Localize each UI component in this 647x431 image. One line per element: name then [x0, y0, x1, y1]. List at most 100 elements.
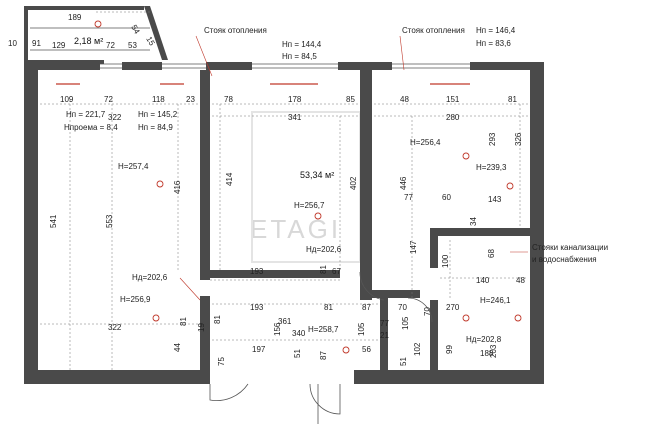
- dim-322a: 322: [108, 113, 122, 122]
- dim-81e: 81: [213, 315, 222, 324]
- dim-361: 361: [278, 317, 292, 326]
- dim-70a: 70: [398, 303, 407, 312]
- dim-203: 203: [489, 344, 498, 358]
- dim-51a: 51: [293, 349, 302, 358]
- height-mid-door: Hд=202,6: [306, 245, 342, 254]
- dim-19: 19: [197, 323, 206, 332]
- dim-102: 102: [413, 342, 422, 356]
- dim-77b: 77: [380, 319, 389, 328]
- balcony-dim-mid: 129: [52, 41, 66, 50]
- dim-87a: 87: [362, 303, 371, 312]
- dim-21: 21: [380, 331, 389, 340]
- dim-44: 44: [173, 343, 182, 352]
- dim-541: 541: [49, 214, 58, 228]
- dim-72b: 72: [104, 95, 113, 104]
- dim-48: 48: [400, 95, 409, 104]
- dim-140: 140: [476, 276, 490, 285]
- balcony-dim-54: 54: [129, 23, 142, 36]
- sewer-note-line1: Стояки канализации: [532, 243, 608, 252]
- balcony-dim-top: 189: [68, 13, 82, 22]
- height-top-mid-hn: Hп = 144,4: [282, 40, 322, 49]
- dim-293: 293: [488, 132, 497, 146]
- dim-87b: 87: [319, 351, 328, 360]
- dim-23: 23: [186, 95, 195, 104]
- height-top-mid-hd: Hп = 84,5: [282, 52, 317, 61]
- sewer-note-line2: и водоснабжения: [532, 255, 597, 264]
- balcony: [24, 6, 168, 64]
- walls: [24, 62, 544, 384]
- dim-341: 341: [288, 113, 302, 122]
- dim-56: 56: [362, 345, 371, 354]
- dimension-lines: [40, 100, 528, 370]
- dim-402: 402: [349, 176, 358, 190]
- dim-178: 178: [288, 95, 302, 104]
- height-bath: H=246,1: [480, 296, 511, 305]
- dim-81c: 81: [324, 303, 333, 312]
- dim-60: 60: [442, 193, 451, 202]
- height-left-hpr: Hпроема = 8,4: [64, 123, 118, 132]
- dim-147: 147: [409, 240, 418, 254]
- height-left-door: Hд=202,6: [132, 273, 168, 282]
- dim-553: 553: [105, 214, 114, 228]
- height-right-room: H=256,4: [410, 138, 441, 147]
- riser-note-left: Стояк отопления: [204, 26, 267, 35]
- height-left-low: H=256,9: [120, 295, 151, 304]
- dim-81d: 81: [179, 317, 188, 326]
- dim-193a: 193: [250, 267, 264, 276]
- dim-416: 416: [173, 180, 182, 194]
- height-left-h2: Hп = 145,2: [138, 110, 178, 119]
- dim-270: 270: [446, 303, 460, 312]
- main-area: 53,34 м²: [300, 170, 334, 180]
- height-top-right-hd: Hп = 83,6: [476, 39, 511, 48]
- dim-118: 118: [152, 95, 165, 104]
- height-mid-room: H=256,7: [294, 201, 325, 210]
- balcony-dim-72: 72: [106, 41, 115, 50]
- dim-81a: 81: [508, 95, 517, 104]
- dim-197: 197: [252, 345, 266, 354]
- dim-105b: 105: [401, 316, 410, 330]
- leaders: [179, 35, 528, 301]
- watermark-text: ETAGI: [250, 214, 341, 244]
- dim-143: 143: [488, 195, 502, 204]
- riser-note-right: Стояк отопления: [402, 26, 465, 35]
- height-bath-door: Hд=202,8: [466, 335, 502, 344]
- height-left-h3: Hп = 84,9: [138, 123, 173, 132]
- dim-340: 340: [292, 329, 306, 338]
- dim-414: 414: [225, 172, 234, 186]
- balcony-dim-left-a: 91: [32, 39, 41, 48]
- dim-188: 188: [480, 349, 494, 358]
- dim-68: 68: [487, 249, 496, 258]
- height-top-right-hn: Hп = 146,4: [476, 26, 516, 35]
- windows: [100, 63, 470, 69]
- dim-70b: 70: [423, 307, 432, 316]
- dim-151: 151: [446, 95, 460, 104]
- dim-85: 85: [346, 95, 355, 104]
- dim-77a: 77: [404, 193, 413, 202]
- height-hall: H=258,7: [308, 325, 339, 334]
- height-right-h2: H=239,3: [476, 163, 507, 172]
- dim-75: 75: [217, 357, 226, 366]
- balcony-dim-left-b: 10: [8, 39, 17, 48]
- dim-78: 78: [224, 95, 233, 104]
- dim-446: 446: [399, 176, 408, 190]
- dim-105a: 105: [357, 322, 366, 336]
- height-left-room: H=257,4: [118, 162, 149, 171]
- dim-51b: 51: [399, 357, 408, 366]
- dim-34: 34: [469, 217, 478, 226]
- dim-326: 326: [514, 132, 523, 146]
- doors: [209, 271, 433, 424]
- dim-109: 109: [60, 95, 74, 104]
- dim-67: 67: [332, 267, 341, 276]
- dim-81b: 81: [319, 265, 328, 274]
- balcony-area: 2,18 м²: [74, 36, 103, 46]
- dim-193b: 193: [250, 303, 264, 312]
- dim-322b: 322: [108, 323, 122, 332]
- balcony-dim-53: 53: [128, 41, 137, 50]
- height-marks: [94, 20, 522, 354]
- dim-99: 99: [445, 345, 454, 354]
- height-left-hp: Hп = 221,7: [66, 110, 106, 119]
- dim-48b: 48: [516, 276, 525, 285]
- dim-100: 100: [441, 254, 450, 268]
- dim-156: 156: [273, 322, 282, 336]
